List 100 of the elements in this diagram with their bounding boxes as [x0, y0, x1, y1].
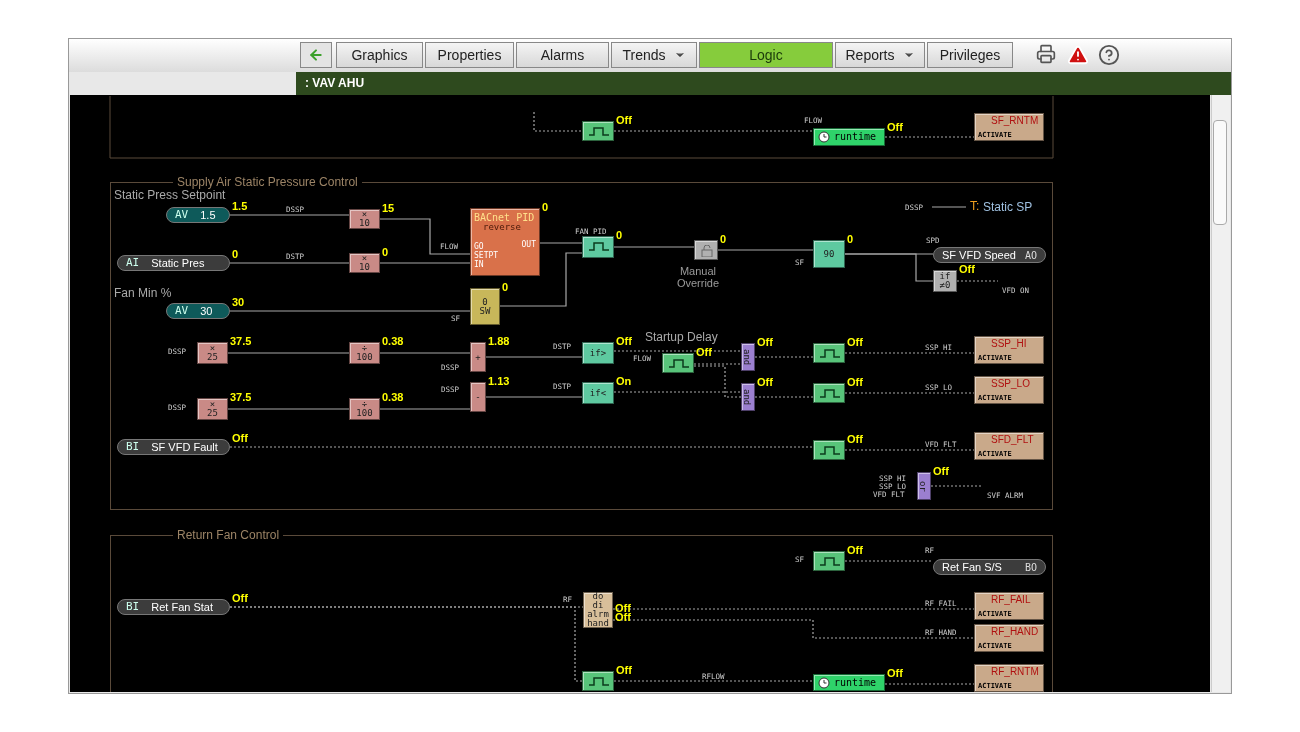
block-caption: Startup Delay: [645, 331, 718, 343]
block-caption: Manual Override: [675, 265, 721, 289]
wire: [754, 356, 814, 358]
alarm-name: RF_HAND: [991, 626, 1039, 638]
point-reference: Static SP: [983, 201, 1033, 213]
point-pill: [933, 559, 1046, 575]
wire: [379, 262, 471, 264]
block-label: 90: [823, 249, 835, 259]
alarm-activate-block: [974, 592, 1044, 620]
block-label: if>: [589, 348, 607, 358]
output-value: Off: [616, 114, 632, 126]
output-value: 37.5: [230, 335, 252, 347]
block-label: runtime: [834, 676, 877, 689]
point-name: 1.5: [200, 207, 216, 223]
wire: [229, 606, 583, 682]
section-title: Supply Air Static Pressure Control: [173, 174, 362, 190]
nav-tab: Graphics: [336, 42, 423, 68]
point-name: Ret Fan S/S: [942, 559, 1002, 575]
block-label: ×: [361, 254, 368, 263]
wire: [844, 560, 934, 562]
output-value: Off: [757, 376, 773, 388]
wire: [229, 310, 471, 312]
block-caption: Static Press Setpoint: [114, 189, 226, 201]
nav-tab: Alarms: [516, 42, 609, 68]
block-label: alrm: [587, 610, 609, 619]
point-name: Static Pres: [151, 255, 205, 271]
block-label: 25: [207, 353, 218, 362]
output-value: Off: [696, 346, 712, 358]
wire: [533, 111, 583, 132]
output-value: 0: [616, 229, 623, 241]
output-value: Off: [232, 592, 248, 604]
output-value: On: [616, 375, 632, 387]
output-value: Off: [616, 664, 632, 676]
block-label: hand: [587, 619, 609, 628]
output-value: 0.38: [382, 335, 404, 347]
output-value: Off: [847, 376, 863, 388]
alarm-name: SSP_LO: [991, 378, 1030, 390]
wire: [379, 408, 471, 410]
output-value: 1.13: [488, 375, 510, 387]
point-name: Ret Fan Stat: [151, 599, 213, 615]
nav-tab: Reports: [835, 42, 925, 68]
output-value: 30: [232, 296, 245, 308]
wire: [613, 391, 742, 393]
block-label: -: [475, 392, 481, 402]
alarm-activate-block: [974, 664, 1044, 692]
point-type: BI: [126, 598, 140, 615]
output-value: 0: [847, 233, 854, 245]
nav-tab: Privileges: [927, 42, 1013, 68]
nav-tab: Trends: [611, 42, 697, 68]
output-value: Off: [232, 432, 248, 444]
wire: [612, 619, 975, 639]
output-value: 0.38: [382, 391, 404, 403]
block-label: if<: [589, 388, 607, 398]
block-label: 10: [359, 219, 370, 228]
output-value: 1.88: [488, 335, 510, 347]
wire: [227, 352, 350, 354]
wire: [613, 246, 695, 248]
block-label: ×: [209, 400, 216, 409]
point-name: 30: [200, 303, 213, 319]
wire: [754, 396, 814, 398]
wire: [844, 253, 934, 282]
alarm-name: SFD_FLT: [991, 434, 1034, 446]
point-type: AI: [126, 254, 140, 271]
wire: [227, 408, 350, 410]
wire: [613, 680, 814, 682]
block-label: 100: [356, 353, 373, 362]
alarm-activate-block: [974, 624, 1044, 652]
block-label: and: [742, 388, 751, 406]
wire: [379, 218, 471, 255]
alarm-name: SF_RNTM: [991, 115, 1039, 127]
wire: [930, 485, 984, 487]
block-label: or: [918, 480, 927, 492]
block-label: 100: [356, 409, 373, 418]
wire: [499, 252, 583, 307]
wire: [693, 363, 742, 365]
breadcrumb: : VAV AHU: [305, 77, 365, 89]
port-label: IN: [474, 260, 484, 269]
wire: [485, 396, 583, 398]
point-pill: [933, 247, 1046, 263]
output-value: Off: [616, 335, 632, 347]
port-label: GO: [474, 242, 484, 251]
output-value: Off: [887, 667, 903, 679]
output-value: 0: [542, 201, 549, 213]
wire: [485, 356, 583, 358]
wire: [717, 249, 814, 251]
nav-tab: Properties: [425, 42, 514, 68]
output-value: Off: [933, 465, 949, 477]
block-label: ÷: [361, 344, 368, 353]
block-label: di: [592, 601, 604, 610]
block-label: ×: [361, 210, 368, 219]
alarm-name: RF_FAIL: [991, 594, 1031, 606]
port-label: OUT: [521, 240, 536, 249]
point-reference: T:: [970, 200, 980, 212]
block-label: 10: [359, 263, 370, 272]
block-label: runtime: [834, 131, 877, 143]
alarm-activate-block: [974, 376, 1044, 404]
wire: [613, 130, 814, 132]
wire: [229, 446, 814, 448]
block-label: ≠0: [939, 281, 951, 290]
output-value: 1.5: [232, 200, 248, 212]
